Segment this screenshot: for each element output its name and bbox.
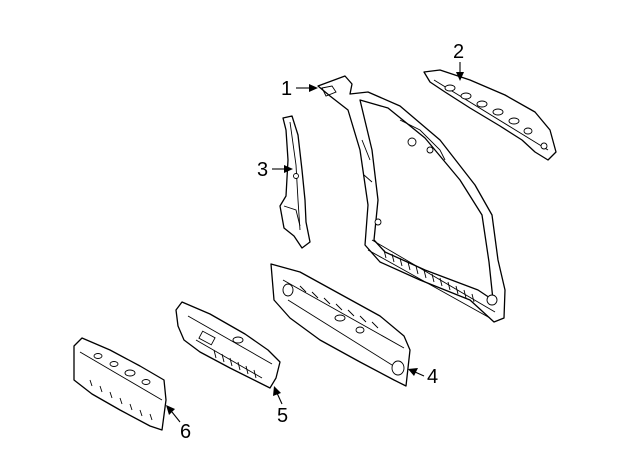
part-4-rocker-panel — [270, 263, 411, 387]
callout-3-label: 3 — [257, 159, 268, 181]
callout-3: 3 — [257, 159, 293, 181]
callout-4: 4 — [408, 366, 438, 388]
callout-1: 1 — [281, 78, 318, 100]
callout-2-label: 2 — [453, 41, 464, 63]
callout-2-arrow — [456, 72, 464, 81]
callout-5-label: 5 — [277, 405, 288, 427]
callout-3-arrow — [284, 165, 293, 173]
callout-6: 6 — [166, 405, 191, 443]
part-6-rear-panel — [73, 337, 167, 431]
callout-2: 2 — [453, 41, 464, 81]
callout-6-label: 6 — [180, 421, 191, 443]
callout-1-label: 1 — [281, 78, 292, 100]
callout-6-arrow — [166, 405, 175, 415]
part-2-roof-rail — [423, 69, 557, 161]
callout-4-arrow — [408, 368, 418, 376]
callout-1-arrow — [309, 84, 318, 92]
part-1-body-side-frame — [317, 75, 506, 323]
callout-6-leader — [171, 411, 181, 423]
callout-5-leader — [276, 392, 283, 405]
part-5-crossmember — [175, 301, 281, 389]
callout-5-arrow — [273, 386, 281, 396]
callout-4-label: 4 — [427, 366, 438, 388]
part-3-hinge-pillar — [279, 115, 311, 249]
callout-5: 5 — [273, 386, 288, 427]
callout-4-leader — [414, 371, 425, 377]
